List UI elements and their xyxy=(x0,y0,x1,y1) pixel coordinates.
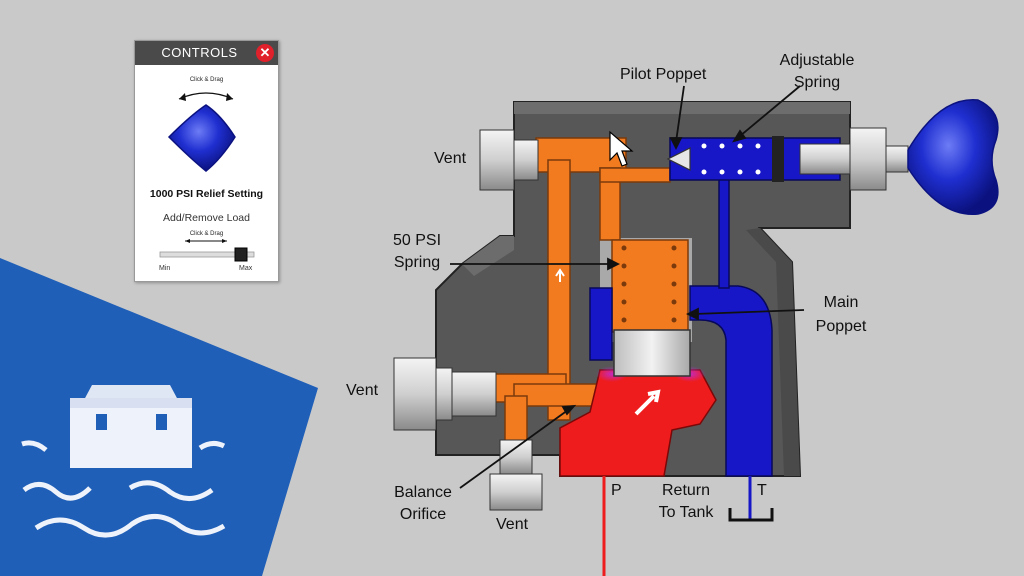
label-return-line2: To Tank xyxy=(658,504,714,521)
controls-header: CONTROLS ✕ xyxy=(135,41,278,65)
vent-fitting-bottom xyxy=(489,439,543,511)
load-label: Add/Remove Load xyxy=(163,212,250,224)
main-poppet xyxy=(613,329,691,377)
toolbox-icon xyxy=(70,385,192,468)
label-main-poppet-line1: Main xyxy=(823,294,859,311)
label-balance-line1: Balance xyxy=(394,484,452,501)
callout-leaders xyxy=(450,85,805,489)
rotate-arc-icon xyxy=(178,92,234,100)
adjustable-spring-coils xyxy=(701,143,761,175)
label-adjustable-spring-line1: Adjustable xyxy=(779,52,855,69)
controls-title: CONTROLS xyxy=(161,45,238,60)
label-port-t: T xyxy=(757,482,767,499)
slider-track[interactable] xyxy=(159,251,255,258)
knob-hint: Click & Drag xyxy=(189,77,224,83)
relief-setting-label: 1000 PSI Relief Setting xyxy=(149,188,264,200)
tank-symbol xyxy=(728,508,774,522)
label-50psi-line1: 50 PSI xyxy=(392,232,442,249)
pressure-knob[interactable] xyxy=(135,85,278,185)
label-port-p: P xyxy=(611,482,622,499)
spring-coils-50psi xyxy=(621,245,677,323)
slider-min-label: Min xyxy=(159,265,171,272)
adjustment-knob-icon[interactable] xyxy=(907,99,999,216)
label-vent-left: Vent xyxy=(346,382,379,399)
knob-icon[interactable] xyxy=(167,104,236,172)
label-pilot-poppet: Pilot Poppet xyxy=(620,66,707,83)
pilot-poppet xyxy=(666,147,691,171)
brand-logo xyxy=(0,258,318,576)
label-adjustable-spring-line2: Spring xyxy=(793,74,841,91)
close-icon[interactable]: ✕ xyxy=(256,44,274,62)
label-return-line1: Return xyxy=(661,482,711,499)
slider-handle[interactable] xyxy=(234,247,248,262)
wave-lines-icon xyxy=(21,440,226,538)
adjustment-screw xyxy=(772,127,909,191)
controls-panel: CONTROLS ✕ Click & Drag 1000 PSI Relief … xyxy=(134,40,279,282)
label-vent-bottom: Vent xyxy=(496,516,529,533)
slider-hint: Click & Drag xyxy=(189,231,224,237)
label-main-poppet-line2: Poppet xyxy=(815,318,867,335)
vent-fitting-left xyxy=(393,357,497,431)
label-vent-top: Vent xyxy=(434,150,467,167)
slider-max-label: Max xyxy=(239,265,253,272)
label-balance-line2: Orifice xyxy=(399,506,447,523)
flow-arrow xyxy=(555,268,565,282)
load-slider[interactable] xyxy=(135,239,278,265)
vent-fitting-top xyxy=(479,129,539,191)
label-50psi-line2: Spring xyxy=(393,254,441,271)
cursor-icon xyxy=(609,130,634,167)
